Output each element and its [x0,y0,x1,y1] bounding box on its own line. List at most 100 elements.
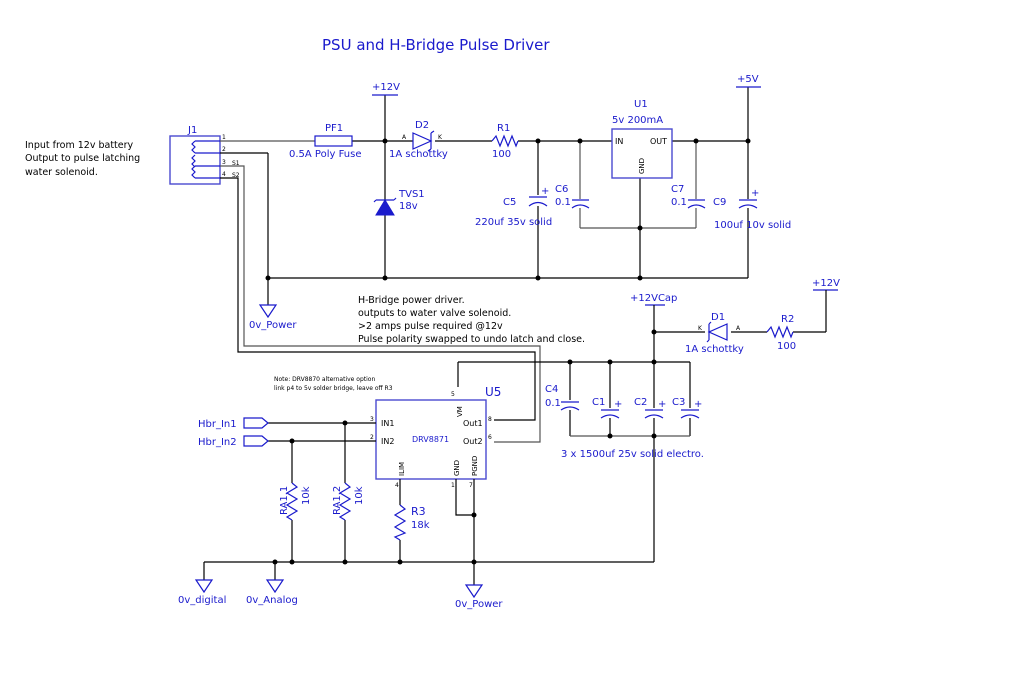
c3-ref: C3 [672,397,685,408]
port-hbr-in1[interactable]: Hbr_In1 [198,417,269,430]
ground-digital: 0v_digital [178,579,226,606]
r2-value: 100 [777,341,796,352]
diode-d2[interactable]: D2 A K 1A schottky [389,120,448,160]
c4-ref: C4 [545,384,558,395]
d2-value: 1A schottky [389,149,448,160]
resistor-ra11[interactable]: RA1.1 10k [279,482,312,521]
rail-label: +12V [372,82,400,93]
resistor-icon [491,134,519,148]
capacitor-c3[interactable]: + C3 [672,397,702,419]
r2-ref: R2 [781,314,794,325]
resistor-icon [393,504,407,541]
r3-value: 18k [411,520,430,531]
capacitor-c5[interactable]: + C5 220uf 35v solid [475,186,552,228]
ra11-ref: RA1.1 [279,486,290,515]
polarity-plus: + [541,186,549,197]
drv-note: Note: DRV8870 alternative option link p4… [274,376,393,392]
u5-pin-gnd: GND [453,460,461,476]
u5-pinnum: 1 [451,482,455,489]
capacitor-c2[interactable]: + C2 [634,397,666,419]
u5-pin-pgnd: PGND [471,456,479,476]
capacitor-c1[interactable]: + C1 [592,397,622,419]
port-hbr-in2[interactable]: Hbr_In2 [198,435,269,448]
c7-value: 0.1 [671,197,687,208]
ra12-value: 10k [354,486,365,505]
resistor-r3[interactable]: R3 18k [393,504,430,541]
junctions-psu [265,138,751,281]
tvs1-value: 18v [399,201,418,212]
u5-pin-out2: Out2 [463,437,483,446]
rail-12v-right: +12V [812,278,840,291]
tvs-diode-tvs1[interactable]: TVS1 18v [373,189,425,216]
rail-5v: +5V [736,74,761,88]
u1-body [611,128,673,179]
ground-analog: 0v_Analog [246,579,298,606]
capacitor-c7[interactable]: C7 0.1 [671,184,706,209]
c9-ref: C9 [713,197,726,208]
connector-j1[interactable]: J1 1 2 3 4 S1 S2 [169,125,240,185]
fuse-icon [314,135,353,147]
ra11-value: 10k [301,486,312,505]
u5-pinnum: 4 [395,482,399,489]
r1-value: 100 [492,149,511,160]
resistor-r2[interactable]: R2 100 [766,314,796,352]
u5-value: DRV8871 [412,435,449,444]
diode-d1[interactable]: D1 K A 1A schottky [685,312,744,355]
hbridge-desc-line: outputs to water valve solenoid. [358,308,511,319]
d2-pin-k: K [438,134,443,141]
u5-pin-in2: IN2 [381,437,394,446]
psu-wires [220,87,749,443]
j1-body [169,135,221,185]
capacitor-c6[interactable]: C6 0.1 [555,184,590,209]
hbridge-desc-line: >2 amps pulse required @12v [358,321,503,332]
c6-value: 0.1 [555,197,571,208]
capacitor-c4[interactable]: C4 0.1 [545,384,580,411]
c5-value: 220uf 35v solid [475,217,552,228]
ground-label: 0v_Analog [246,595,298,606]
resistor-ra12[interactable]: RA1.2 10k [332,482,365,521]
ground-icon [258,304,278,319]
fuse-pf1[interactable]: PF1 0.5A Poly Fuse [289,123,362,160]
u5-pinnum: 2 [370,434,374,441]
pf1-ref: PF1 [325,123,343,134]
d2-pin-a: A [402,134,407,141]
u5-pin-vm: VM [456,406,464,417]
capacitor-c9[interactable]: + C9 100uf 10v solid [713,188,791,231]
j1-pin-num: 3 [222,159,226,166]
rail-12v-top: +12V [372,82,400,96]
j1-pin-label: S2 [232,172,240,179]
ground-label: 0v_Power [455,599,503,610]
rail-label: +12VCap [630,293,677,304]
drv-note-line: link p4 to 5v solder bridge, leave off R… [274,385,393,392]
capbank-wires [457,290,827,562]
polarity-plus: + [658,399,666,410]
j1-description: Input from 12v battery Output to pulse l… [25,140,140,178]
resistor-icon [766,325,794,339]
ground-icon [194,579,214,594]
resistor-r1[interactable]: R1 100 [491,123,519,160]
regulator-u1[interactable]: U1 5v 200mA IN OUT GND [611,99,673,179]
ground-label: 0v_Power [249,320,297,331]
schematic-title: PSU and H-Bridge Pulse Driver [322,36,550,54]
u5-ref: U5 [485,385,501,399]
drv-note-line: Note: DRV8870 alternative option [274,376,375,383]
d1-pin-a: A [736,325,741,332]
polarity-plus: + [694,399,702,410]
ra12-ref: RA1.2 [332,486,343,515]
hbridge-desc-line: Pulse polarity swapped to undo latch and… [358,334,585,345]
junctions-bottom [272,420,477,565]
tvs-diode-icon [375,199,395,216]
u5-pinnum: 5 [451,391,455,398]
j1-pin-label: S1 [232,160,240,167]
ground-label: 0v_digital [178,595,226,606]
u1-pin-in: IN [615,137,623,146]
d1-pin-k: K [698,325,703,332]
u1-pin-out: OUT [650,137,667,146]
schottky-diode-icon [706,321,728,343]
hbridge-u5[interactable]: U5 DRV8871 IN1 IN2 Out1 Out2 VM ILIM GND… [370,385,501,489]
j1-ref: J1 [187,125,197,136]
ground-power-top: 0v_Power [249,304,297,331]
ground-power-bottom: 0v_Power [455,584,503,610]
j1-pin-num: 1 [222,134,226,141]
